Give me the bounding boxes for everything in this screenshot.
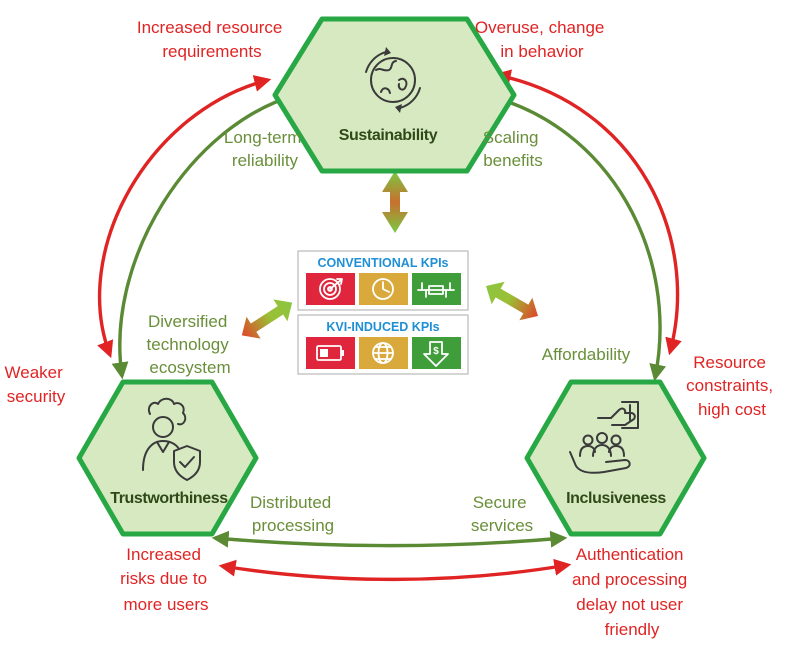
label-sus-trust-positive: Long-term reliability	[224, 128, 306, 170]
kpi-panel-kvi: KVI-INDUCED KPIs $	[297, 314, 469, 375]
kpi-panel-conventional: CONVENTIONAL KPIs	[297, 250, 469, 311]
globe-grid-icon	[372, 342, 394, 364]
arrow-positive-trust-incl	[211, 530, 568, 548]
node-trustworthiness: Trustworthiness	[76, 379, 259, 537]
label-trust-sus-positive: Diversified technology ecosystem	[147, 312, 234, 377]
arrow-center-left	[241, 299, 293, 339]
label-incl-trust-positive: Secure services	[471, 493, 533, 535]
label-incl-sus-negative: Resource constraints, high cost	[686, 353, 778, 419]
node-title: Trustworthiness	[110, 490, 228, 507]
label-sus-incl-positive: Scaling benefits	[483, 128, 544, 170]
label-trust-incl-positive: Distributed processing	[250, 493, 336, 535]
arrow-negative-trust-incl	[218, 558, 572, 582]
arrow-positive-sus-incl	[481, 89, 667, 382]
battery-icon	[316, 345, 344, 361]
kpi-panel-title: KVI-INDUCED KPIs	[326, 320, 439, 334]
label-sus-incl-negative: Overuse, change in behavior	[475, 18, 609, 61]
hand-people-icon	[569, 401, 639, 474]
target-icon	[319, 278, 343, 300]
label-incl-trust-negative: Authentication and processing delay not …	[572, 545, 692, 639]
arrow-center-top	[382, 171, 408, 233]
node-sustainability: Sustainability	[272, 16, 517, 174]
clock-icon	[372, 278, 394, 300]
label-sus-trust-negative: Increased resource requirements	[137, 18, 287, 61]
person-shield-icon	[142, 397, 201, 481]
kpi-tile-green	[412, 273, 461, 305]
node-title: Inclusiveness	[566, 490, 666, 507]
kpi-tile-red	[306, 337, 355, 369]
dollar-down-icon: $	[423, 341, 449, 367]
node-inclusiveness: Inclusiveness	[524, 379, 707, 537]
kpi-panel-title: CONVENTIONAL KPIs	[317, 256, 448, 270]
network-bus-icon	[417, 282, 455, 298]
arrow-positive-sus-trust	[111, 90, 300, 380]
label-trust-sus-negative: Weaker security	[5, 363, 68, 406]
arrow-center-right	[486, 281, 538, 321]
node-title: Sustainability	[339, 127, 438, 144]
label-trust-incl-negative: Increased risks due to more users	[120, 545, 212, 614]
svg-text:$: $	[433, 346, 439, 357]
globe-recycle-icon	[365, 47, 421, 113]
label-incl-sus-positive: Affordability	[542, 345, 631, 364]
